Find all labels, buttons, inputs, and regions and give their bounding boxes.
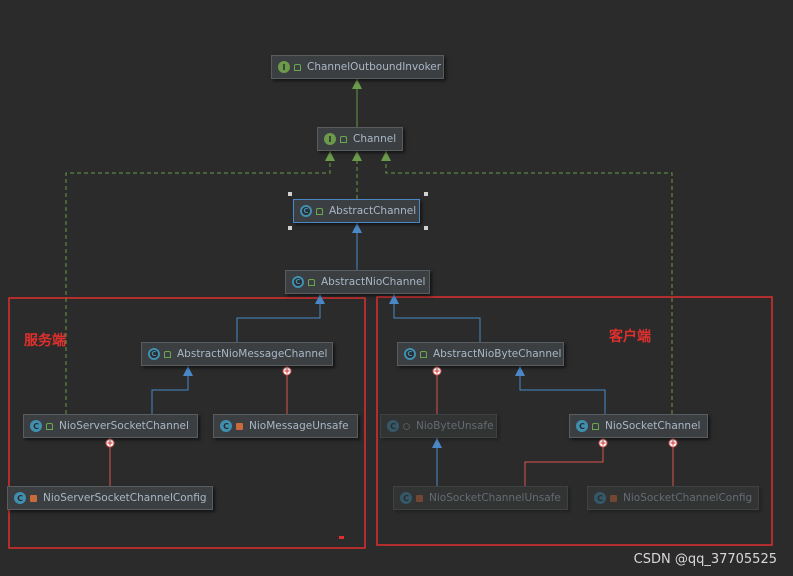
node-label: AbstractNioByteChannel [433,348,562,360]
node-channel[interactable]: I Channel [317,127,403,151]
abstract-class-icon: C [148,348,160,360]
node-channel-outbound-invoker[interactable]: I ChannelOutboundInvoker [271,55,444,79]
edge-arrowhead [183,366,193,376]
node-label: ChannelOutboundInvoker [307,61,442,73]
node-label: NioSocketChannelUnsafe [429,492,561,504]
edge-extends [519,366,606,414]
inner-class-plus [670,440,676,446]
class-icon: C [594,492,606,504]
public-lock-icon [164,350,171,358]
edge-arrowhead [381,151,391,161]
selection-handle[interactable] [288,226,292,230]
client-region-label: 客户端 [609,329,651,345]
edge-implements [65,151,331,414]
abstract-class-icon: C [292,276,304,288]
edge-arrowhead [432,438,442,448]
inner-class-plus [284,368,290,374]
node-label: AbstractChannel [329,205,417,217]
package-visibility-icon [403,422,410,430]
selection-handle[interactable] [424,192,428,196]
edge-implements [385,151,673,414]
node-nio-socket-channel[interactable]: C NioSocketChannel [569,414,708,438]
public-lock-icon [46,422,53,430]
edge-extends [236,294,321,342]
public-lock-icon [340,135,347,143]
private-lock-icon [416,494,423,502]
class-icon: C [576,420,588,432]
inner-class-plus [434,368,440,374]
class-icon: C [14,492,26,504]
red-marker [339,536,344,539]
node-label: AbstractNioMessageChannel [177,348,328,360]
node-label: NioByteUnsafe [416,420,494,432]
watermark: CSDN @qq_37705525 [633,552,777,567]
public-lock-icon [294,63,301,71]
node-abstract-nio-channel[interactable]: C AbstractNioChannel [285,270,430,294]
edge-arrowhead [352,223,362,233]
edge-arrowhead [352,79,362,89]
selection-handle[interactable] [424,226,428,230]
node-nio-socket-channel-config[interactable]: C NioSocketChannelConfig [587,486,759,510]
node-abstract-nio-byte-channel[interactable]: C AbstractNioByteChannel [397,342,564,366]
node-nio-byte-unsafe[interactable]: C NioByteUnsafe [380,414,497,438]
node-nio-server-socket-channel[interactable]: C NioServerSocketChannel [23,414,198,438]
node-abstract-nio-message-channel[interactable]: C AbstractNioMessageChannel [141,342,333,366]
selection-handle[interactable] [288,192,292,196]
private-lock-icon [236,422,243,430]
node-nio-message-unsafe[interactable]: C NioMessageUnsafe [213,414,358,438]
node-label: Channel [353,133,397,145]
node-abstract-channel[interactable]: C AbstractChannel [293,199,420,223]
inner-class-plus [600,440,606,446]
server-region-box [8,297,366,549]
node-label: NioServerSocketChannelConfig [43,492,207,504]
node-label: NioSocketChannel [605,420,701,432]
private-lock-icon [30,494,37,502]
public-lock-icon [420,350,427,358]
node-label: NioSocketChannelConfig [623,492,753,504]
public-lock-icon [316,207,323,215]
private-lock-icon [610,494,617,502]
abstract-class-icon: C [300,205,312,217]
public-lock-icon [592,422,599,430]
interface-icon: I [278,61,290,73]
node-nio-server-socket-channel-config[interactable]: C NioServerSocketChannelConfig [7,486,213,510]
edge-extends [393,294,481,342]
edge-arrowhead [515,366,525,376]
abstract-class-icon: C [404,348,416,360]
edge-inner [524,438,604,486]
edge-arrowhead [315,294,325,304]
node-label: NioMessageUnsafe [249,420,349,432]
class-icon: C [387,420,399,432]
class-icon: C [400,492,412,504]
public-lock-icon [308,278,315,286]
inner-class-plus [107,440,113,446]
class-icon: C [220,420,232,432]
client-region-box [376,296,773,546]
edge-extends [151,366,189,414]
server-region-label: 服务端 [24,333,66,349]
edge-arrowhead [325,151,335,161]
node-label: AbstractNioChannel [321,276,426,288]
interface-icon: I [324,133,336,145]
edge-arrowhead [352,151,362,161]
edge-arrowhead [389,294,399,304]
node-label: NioServerSocketChannel [59,420,189,432]
node-nio-socket-channel-unsafe[interactable]: C NioSocketChannelUnsafe [393,486,568,510]
class-icon: C [30,420,42,432]
